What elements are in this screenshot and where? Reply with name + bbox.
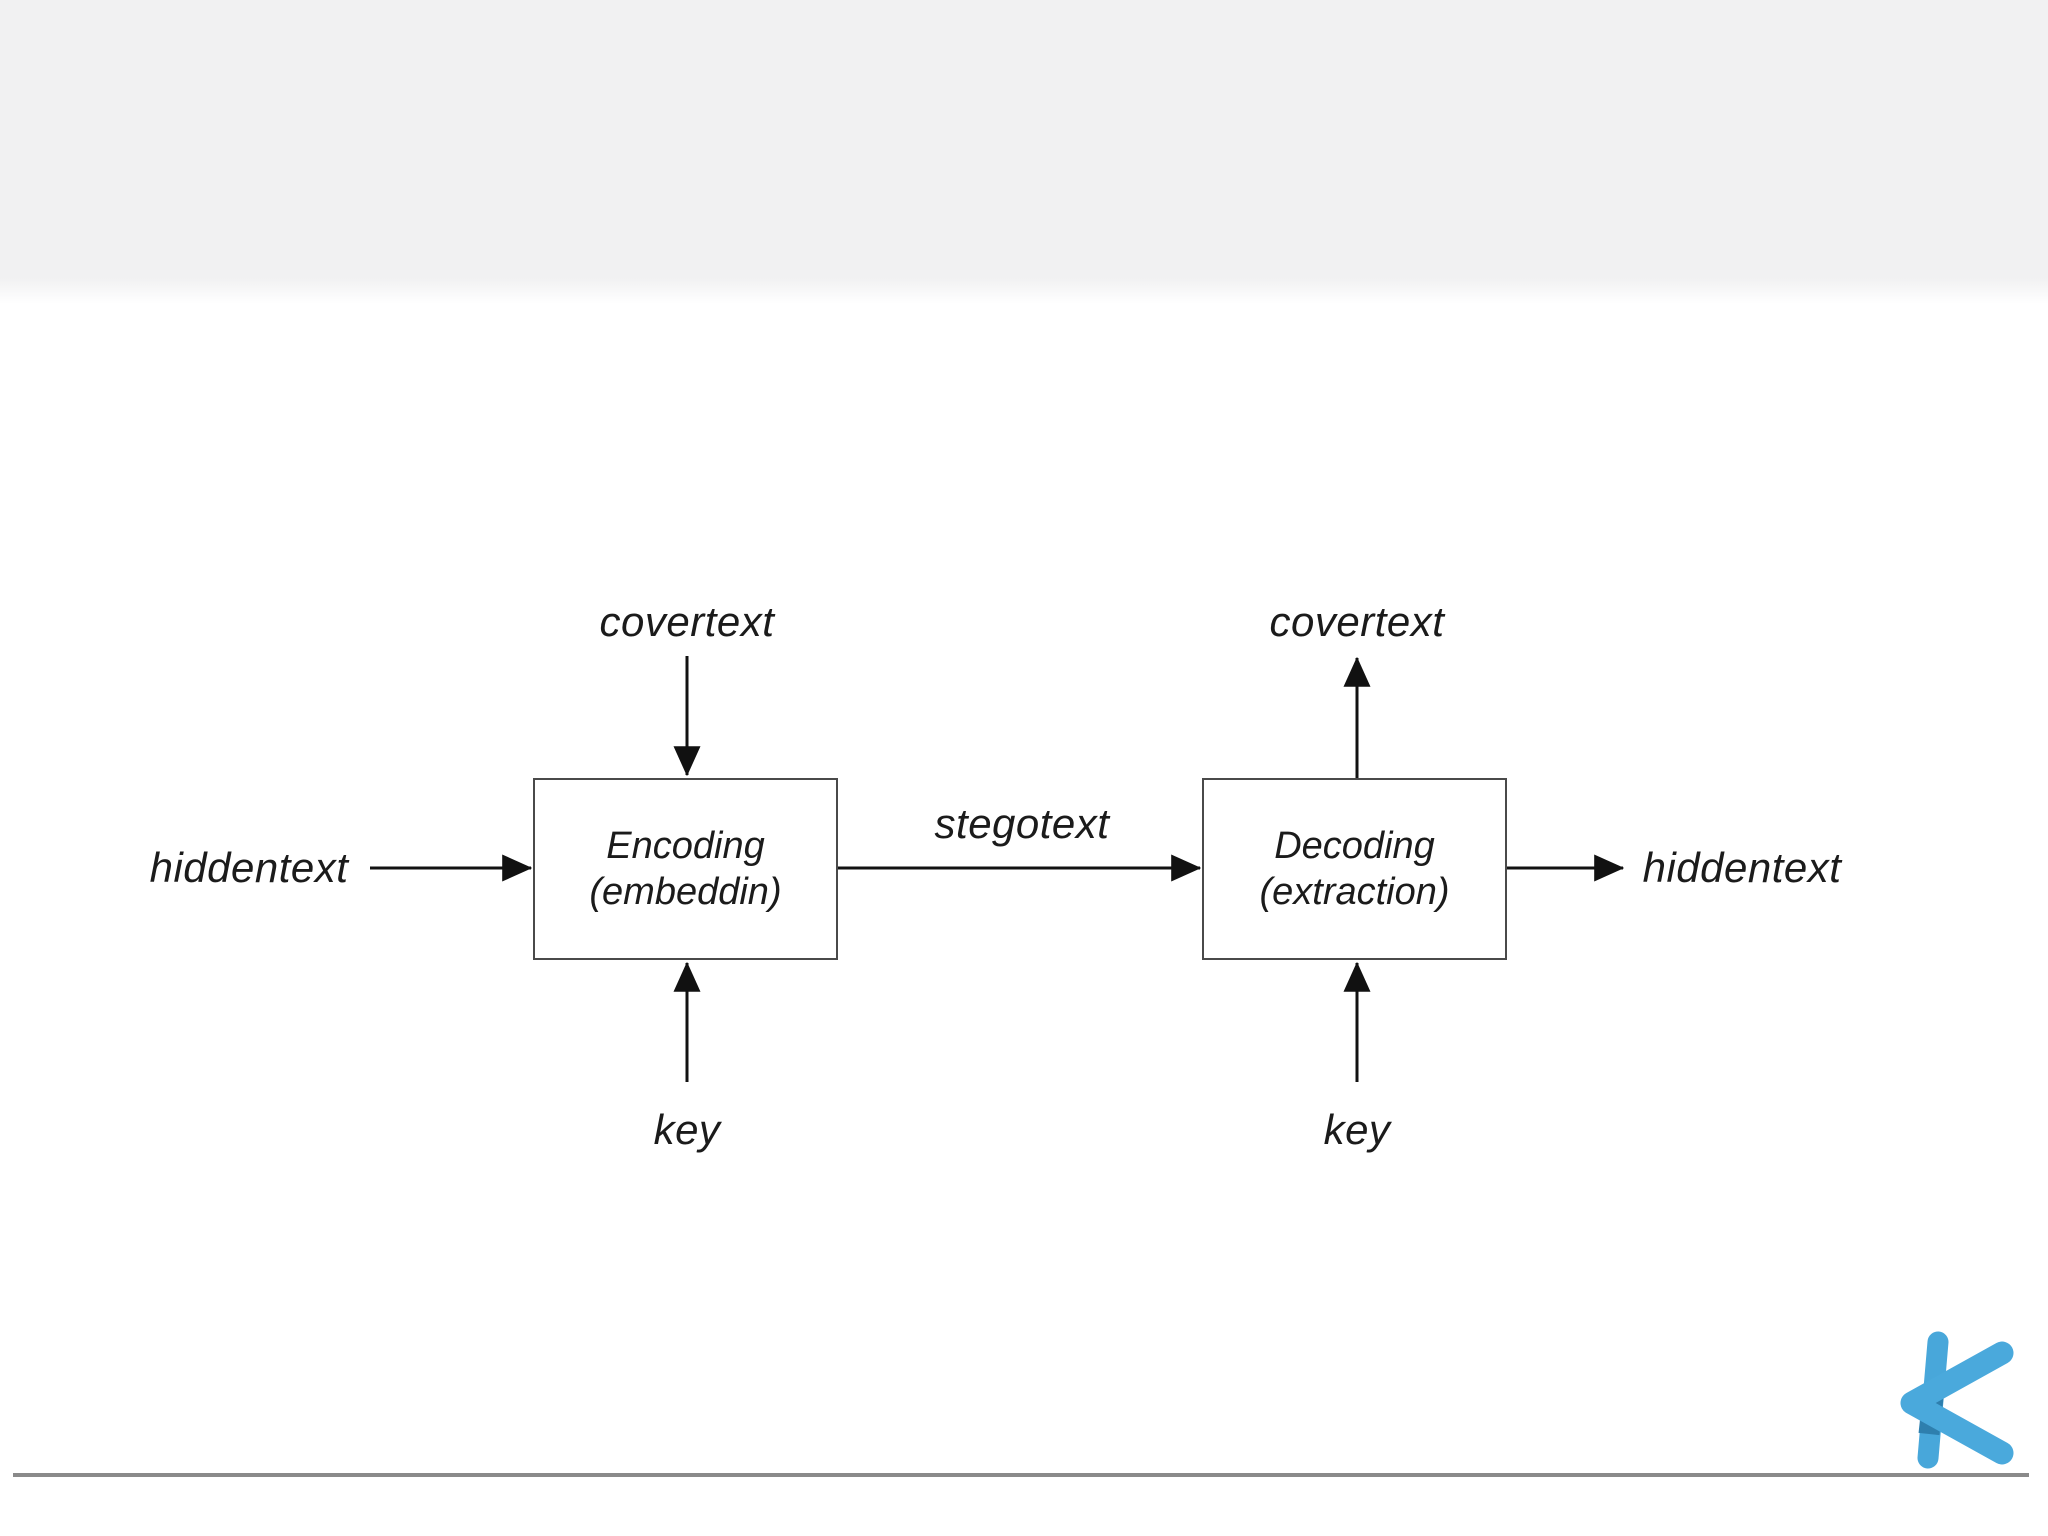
label-covertext-right: covertext (1269, 598, 1445, 645)
encoding-box-line2: (embeddin) (589, 871, 782, 913)
encoding-box: Encoding (embeddin) (533, 778, 838, 960)
k-logo-icon (1900, 1331, 2014, 1469)
k-logo-chevron (1900, 1341, 2014, 1465)
encoding-box-line1: Encoding (606, 825, 765, 867)
label-covertext-left: covertext (599, 598, 775, 645)
decoding-box-line1: Decoding (1274, 825, 1435, 867)
label-key-right: key (1323, 1106, 1391, 1153)
top-band-fade (0, 278, 2048, 304)
decoding-box: Decoding (extraction) (1202, 778, 1507, 960)
label-key-left: key (653, 1106, 721, 1153)
label-stegotext: stegotext (934, 800, 1110, 847)
top-band (0, 0, 2048, 278)
decoding-box-line2: (extraction) (1259, 871, 1450, 913)
label-hiddentext-input: hiddentext (149, 844, 349, 891)
footer-rule (13, 1473, 2029, 1477)
label-hiddentext-output: hiddentext (1642, 844, 1842, 891)
